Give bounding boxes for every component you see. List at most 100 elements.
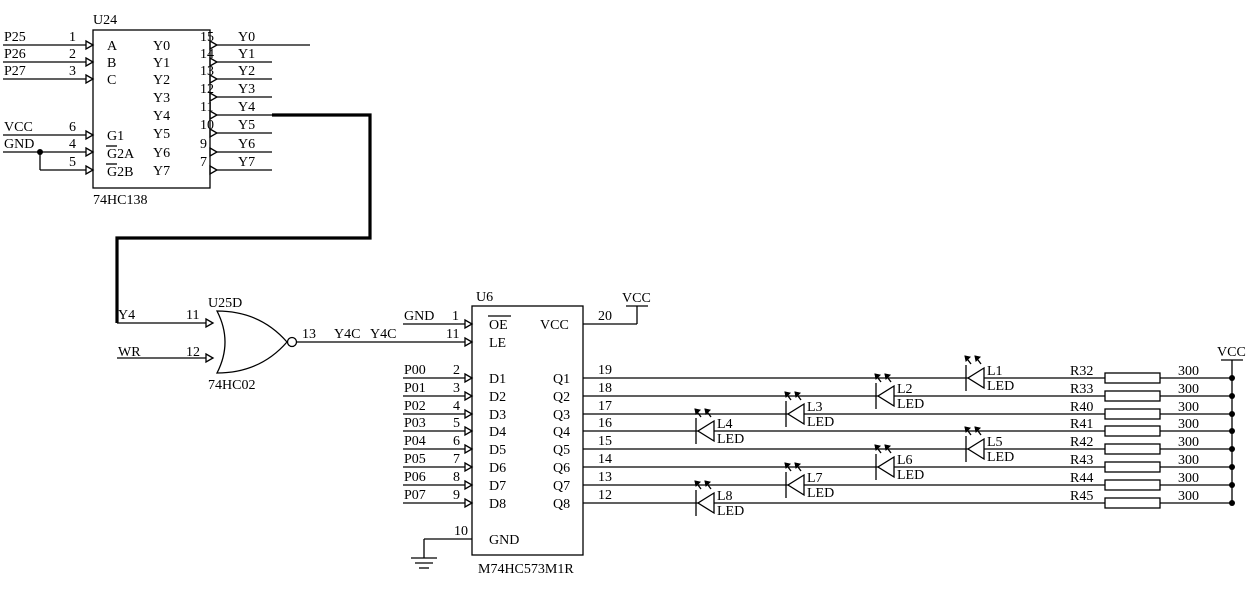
u25-out-pin: 13 bbox=[302, 327, 316, 342]
nor-gate-body bbox=[215, 310, 288, 374]
u6-q8-label: Q8 bbox=[553, 497, 570, 512]
resistor-5-value: 300 bbox=[1178, 435, 1199, 450]
u6-input-d3: P02 4 D3 bbox=[403, 399, 506, 423]
u25-in1-pin: 11 bbox=[186, 308, 199, 323]
u25-ref: U25D bbox=[208, 296, 242, 311]
u24-output-y1-pin: 14 bbox=[200, 47, 214, 62]
u24-output-y5-label: Y5 bbox=[153, 127, 170, 142]
u24-output-y6-label: Y6 bbox=[153, 146, 170, 161]
right-vcc-rail: VCC bbox=[1217, 345, 1246, 503]
u6-d6-pin: 7 bbox=[453, 452, 460, 467]
u6-le-pin-num: 11 bbox=[446, 327, 459, 342]
led-6-ref: L6 bbox=[897, 453, 913, 468]
led-7-light-arrow bbox=[784, 462, 792, 470]
u25-out-net-2: Y4C bbox=[370, 327, 396, 342]
u24-output-y6-pin: 9 bbox=[200, 137, 207, 152]
u24-input-c-net: P27 bbox=[4, 64, 26, 79]
u24-input-a: P25 1 A bbox=[3, 30, 118, 54]
resistor-6-ref: R43 bbox=[1070, 453, 1093, 468]
led-2-triangle bbox=[876, 384, 895, 408]
u6-vcc-label: VCC bbox=[540, 318, 569, 333]
resistor-4-ref: R41 bbox=[1070, 417, 1093, 432]
led-1-ref: L1 bbox=[987, 364, 1003, 379]
u24-input-b-pin: 2 bbox=[69, 47, 76, 62]
u6-q5-label: Q5 bbox=[553, 443, 570, 458]
resistor-1: R32 300 bbox=[1070, 364, 1235, 384]
u6-part: M74HC573M1R bbox=[478, 562, 574, 577]
u24-output-y3-pin: 12 bbox=[200, 82, 214, 97]
u24-enable-g2a-pin: 4 bbox=[69, 137, 76, 152]
u24-output-y7-net: Y7 bbox=[238, 155, 255, 170]
u6-d3-net: P02 bbox=[404, 399, 426, 414]
u24-enable-g1-net: VCC bbox=[4, 120, 33, 135]
led-2-ref: L2 bbox=[897, 382, 913, 397]
resistor-3-body bbox=[1104, 408, 1161, 420]
u6-d2-net: P01 bbox=[404, 381, 426, 396]
u24-enable-g1: VCC 6 G1 bbox=[3, 120, 124, 144]
u25-out-net-1: Y4C bbox=[334, 327, 360, 342]
u6-q8-pin: 12 bbox=[598, 488, 612, 503]
u24-ref: U24 bbox=[93, 13, 117, 28]
u24-input-a-label: A bbox=[107, 39, 118, 54]
u24-input-c-label: C bbox=[107, 73, 116, 88]
u25-in2-pin: 12 bbox=[186, 345, 200, 360]
resistor-1-value: 300 bbox=[1178, 364, 1199, 379]
u24-decoder: U24 74HC138 P25 1 A P26 2 B P27 3 C bbox=[3, 13, 310, 208]
u6-input-d4: P03 5 D4 bbox=[403, 416, 506, 440]
led-4-light-arrow bbox=[694, 408, 702, 416]
u6-ref: U6 bbox=[476, 290, 493, 305]
u6-d5-label: D5 bbox=[489, 443, 506, 458]
led-1-light-arrow-2 bbox=[974, 355, 982, 363]
u6-le-label: LE bbox=[489, 336, 506, 351]
u6-le-pin: 11 LE bbox=[446, 327, 506, 351]
u6-input-d8: P07 9 D8 bbox=[403, 488, 506, 512]
led-6-light-arrow bbox=[874, 444, 882, 452]
resistor-5-ref: R42 bbox=[1070, 435, 1093, 450]
u6-d8-net: P07 bbox=[404, 488, 426, 503]
u24-enable-g2b-label: G2B bbox=[107, 165, 133, 180]
u6-d4-pin: 5 bbox=[453, 416, 460, 431]
u24-output-y6: Y6 9 Y6 bbox=[153, 137, 272, 161]
u6-q2-label: Q2 bbox=[553, 390, 570, 405]
resistor-8-body bbox=[1104, 497, 1161, 509]
u6-q3-pin: 17 bbox=[598, 399, 612, 414]
u6-q6-pin: 14 bbox=[598, 452, 612, 467]
u24-input-a-pin: 1 bbox=[69, 30, 76, 45]
resistor-2-value: 300 bbox=[1178, 382, 1199, 397]
u24-output-y2-net: Y2 bbox=[238, 64, 255, 79]
resistor-6-body bbox=[1104, 461, 1161, 473]
u6-gnd-pin: GND 10 bbox=[411, 524, 519, 569]
resistor-4-body bbox=[1104, 425, 1161, 437]
led-4-type: LED bbox=[717, 432, 744, 447]
resistor-2-body bbox=[1104, 390, 1161, 402]
u6-d5-net: P04 bbox=[404, 434, 426, 449]
led-5-type: LED bbox=[987, 450, 1014, 465]
u24-output-y7: Y7 7 Y7 bbox=[153, 155, 272, 179]
u24-output-y0-label: Y0 bbox=[153, 39, 170, 54]
u6-q3-label: Q3 bbox=[553, 408, 570, 423]
led-6-type: LED bbox=[897, 468, 924, 483]
u6-gnd-pin-num: 10 bbox=[454, 524, 468, 539]
resistor-1-ref: R32 bbox=[1070, 364, 1093, 379]
u24-output-y2: Y2 13 Y2 bbox=[153, 64, 272, 88]
u24-enable-g2a-net: GND bbox=[4, 137, 34, 152]
u6-latch: U6 M74HC573M1R GND 1 OE 11 LE VCC 20 VCC bbox=[403, 290, 651, 577]
u25-part: 74HC02 bbox=[208, 378, 255, 393]
u24-output-y0-net: Y0 bbox=[238, 30, 255, 45]
u6-vcc-pin: VCC 20 VCC bbox=[540, 291, 651, 333]
u6-d1-pin: 2 bbox=[453, 363, 460, 378]
resistor-3-ref: R40 bbox=[1070, 400, 1093, 415]
u25-output: 13 Y4C Y4C bbox=[297, 327, 465, 343]
led-2-type: LED bbox=[897, 397, 924, 412]
